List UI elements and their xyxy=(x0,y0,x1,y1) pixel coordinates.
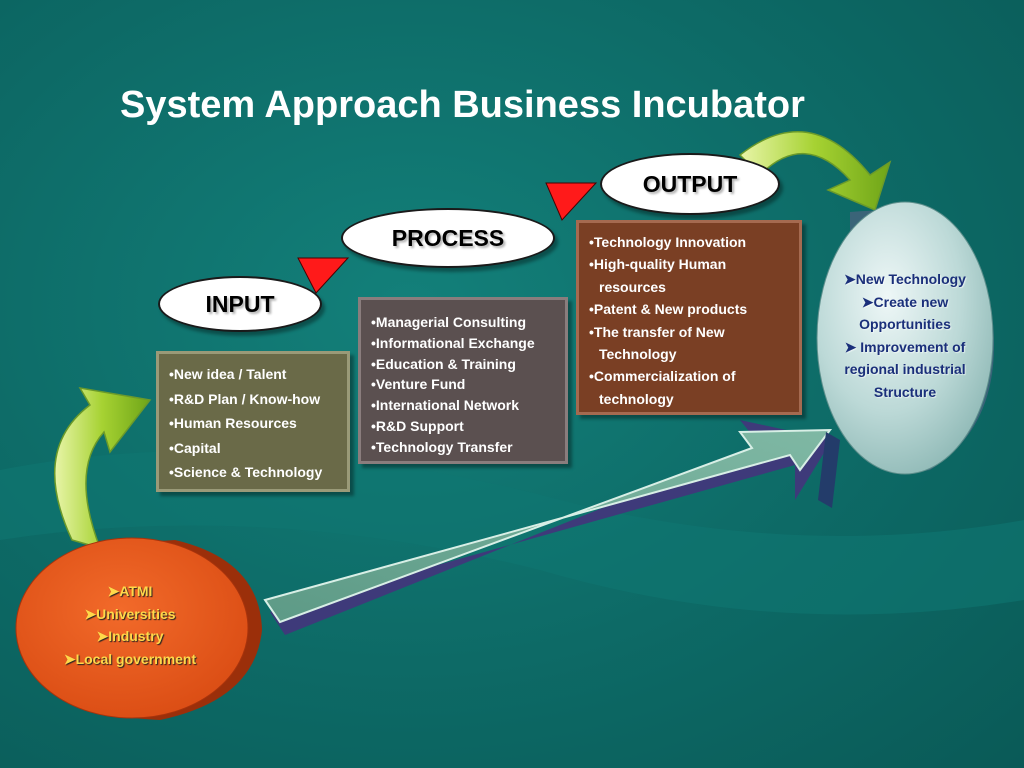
list-item: Science & Technology xyxy=(165,460,343,485)
big-diagonal-arrow xyxy=(263,420,840,635)
process-box: Managerial Consulting Informational Exch… xyxy=(358,297,568,464)
result-line: Structure xyxy=(873,383,937,400)
result-line: ➤New Technology xyxy=(844,271,966,287)
result-text: ➤New Technology ➤Create new Opportunitie… xyxy=(820,268,990,403)
input-label: INPUT xyxy=(158,276,322,332)
list-item: Patent & New products xyxy=(585,298,795,320)
result-line: Opportunities xyxy=(859,316,951,332)
output-box: Technology Innovation High-quality Human… xyxy=(576,220,802,415)
triangle-process-output xyxy=(545,182,598,221)
list-item: Technology Innovation xyxy=(585,231,795,253)
left-curved-arrow xyxy=(54,386,152,550)
result-line: regional industrial xyxy=(844,361,966,377)
output-list: Technology Innovation High-quality Human… xyxy=(585,231,795,410)
right-curved-arrow xyxy=(738,131,892,212)
source-line: ➤Local government xyxy=(63,650,197,667)
list-item: Informational Exchange xyxy=(367,333,561,354)
result-line: ➤ Improvement of xyxy=(844,338,966,355)
list-item: Capital xyxy=(165,436,343,461)
list-item: The transfer of New Technology xyxy=(585,321,795,366)
output-label-text: OUTPUT xyxy=(642,170,738,197)
list-item: High-quality Human resources xyxy=(585,253,795,298)
output-label: OUTPUT xyxy=(600,153,780,215)
process-label: PROCESS xyxy=(341,208,555,268)
triangle-input-process xyxy=(297,257,350,294)
list-item: Venture Fund xyxy=(367,374,561,395)
list-item: R&D Support xyxy=(367,416,561,437)
list-item: Managerial Consulting xyxy=(367,312,561,333)
source-cylinder xyxy=(15,537,262,720)
list-item: Human Resources xyxy=(165,411,343,436)
result-cylinder xyxy=(816,201,994,475)
input-list: New idea / Talent R&D Plan / Know-how Hu… xyxy=(165,362,343,485)
process-list: Managerial Consulting Informational Exch… xyxy=(367,312,561,458)
list-item: International Network xyxy=(367,395,561,416)
input-box: New idea / Talent R&D Plan / Know-how Hu… xyxy=(156,351,350,492)
page-title: System Approach Business Incubator xyxy=(120,84,805,126)
result-line: ➤Create new xyxy=(861,293,949,310)
input-label-text: INPUT xyxy=(205,290,275,317)
list-item: R&D Plan / Know-how xyxy=(165,387,343,412)
list-item: Education & Training xyxy=(367,354,561,375)
source-line: ➤Universities xyxy=(84,605,176,622)
source-line: ➤ATMI xyxy=(107,583,153,599)
source-text: ➤ATMI ➤Universities ➤Industry ➤Local gov… xyxy=(40,580,220,670)
process-label-text: PROCESS xyxy=(391,224,505,251)
list-item: New idea / Talent xyxy=(165,362,343,387)
source-line: ➤Industry xyxy=(96,628,164,644)
list-item: Commercialization of technology xyxy=(585,365,795,410)
list-item: Technology Transfer xyxy=(367,437,561,458)
